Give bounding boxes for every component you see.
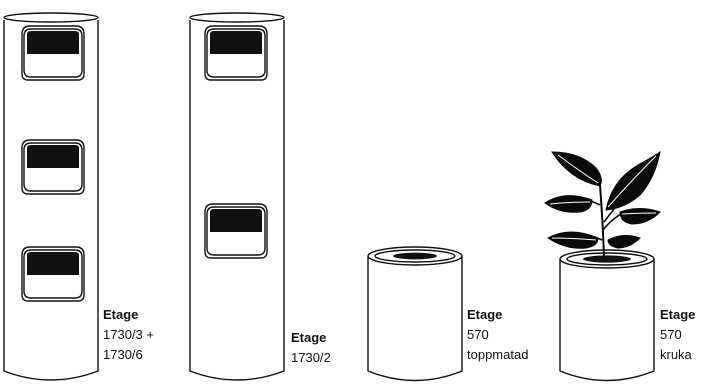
product-title: Etage: [660, 307, 696, 322]
pocket-top: [204, 25, 268, 81]
product-title: Etage: [291, 330, 327, 345]
plant-illustration: [544, 150, 661, 259]
product-title: Etage: [103, 307, 139, 322]
product-label-3: Etage 570 toppmatad: [467, 305, 528, 365]
product-title: Etage: [467, 307, 503, 322]
product-label-2: Etage 1730/2: [291, 328, 331, 368]
product-model: 1730/3 +: [103, 327, 154, 342]
planter-1730-3-plus-1730-6: [3, 12, 99, 381]
product-model: 570: [660, 327, 682, 342]
product-label-1: Etage 1730/3 + 1730/6: [103, 305, 154, 365]
product-label-4: Etage 570 kruka: [660, 305, 695, 365]
planter-570-kruka: [559, 249, 655, 382]
product-model: 1730/6: [103, 347, 143, 362]
product-model: 570: [467, 327, 489, 342]
product-variant: toppmatad: [467, 347, 529, 362]
pocket-lower: [204, 203, 268, 259]
pocket-top: [21, 25, 85, 81]
pocket-middle: [21, 139, 85, 195]
planter-1730-2: [189, 12, 285, 381]
product-model: 1730/2: [291, 350, 331, 365]
planter-570-toppmatad: [367, 246, 463, 382]
pocket-bottom: [21, 246, 85, 302]
product-variant: kruka: [660, 347, 692, 362]
